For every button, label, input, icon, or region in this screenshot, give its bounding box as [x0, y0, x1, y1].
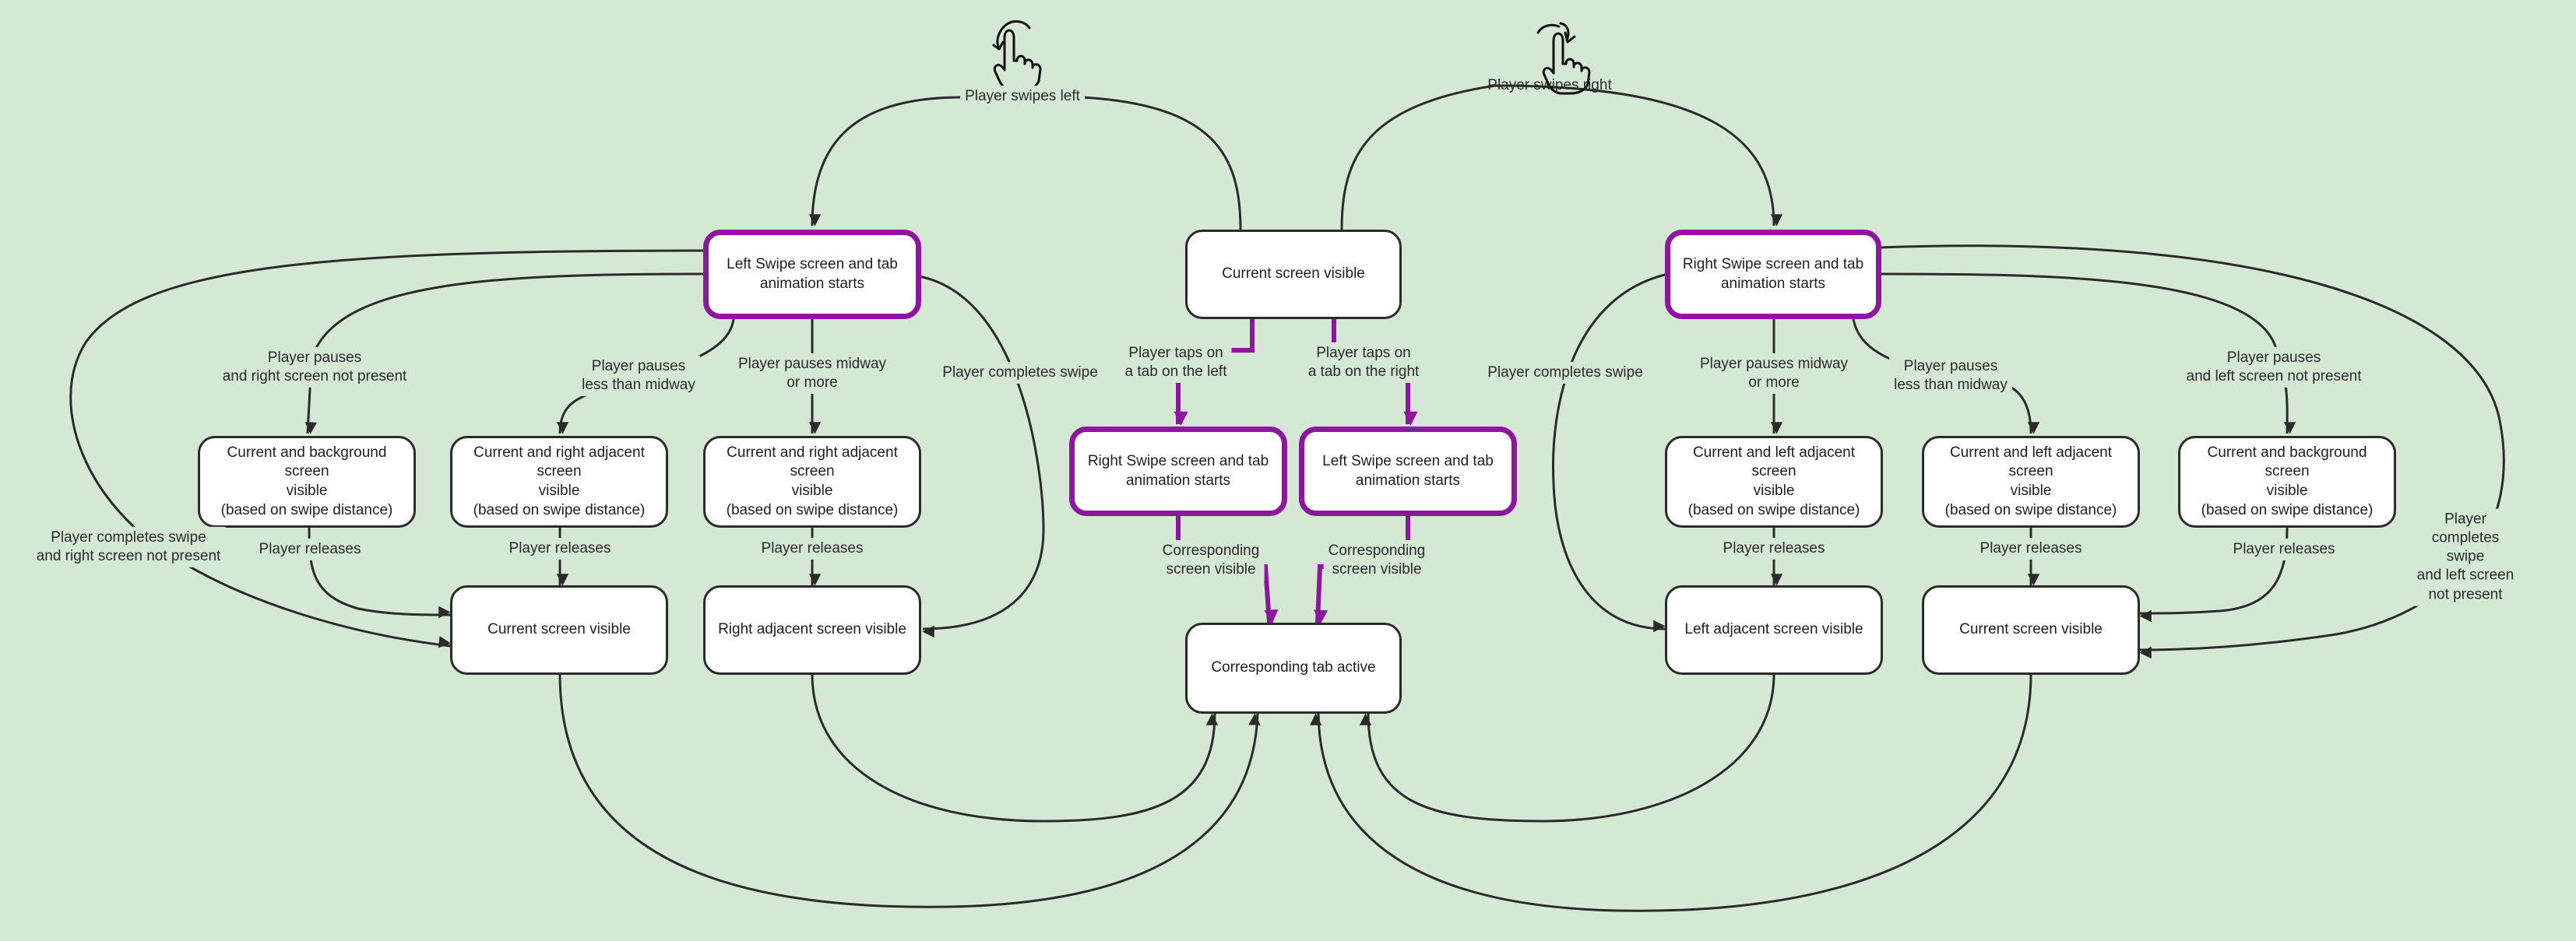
edge-r-ladj-tab	[1359, 673, 1775, 823]
node-right-current-left-adjacent-less: Current and left adjacent screen visible…	[1922, 436, 2140, 528]
node-left-swipe-animation: Left Swipe screen and tab animation star…	[703, 230, 921, 319]
label-left-completes-swipe: Player completes swipe	[938, 361, 1103, 384]
label-right-bg-releases: Player releases	[2228, 538, 2340, 561]
label-right-pause-no-left: Player pauses and left screen not presen…	[2181, 346, 2367, 388]
label-tap-right: Player taps on a tab on the right	[1303, 342, 1424, 384]
node-right-swipe-animation: Right Swipe screen and tab animation sta…	[1665, 230, 1881, 319]
label-player-swipes-right: Player swipes right	[1487, 76, 1612, 93]
node-left-adjacent-screen: Left adjacent screen visible	[1665, 585, 1883, 675]
edge-l-pause-noright	[304, 272, 707, 434]
edge-swipe-right	[1340, 84, 1783, 230]
label-left-adj2-releases: Player releases	[756, 537, 868, 560]
edge-l-complete-noright	[69, 249, 707, 648]
node-current-screen-visible: Current screen visible	[1185, 230, 1402, 319]
node-right-current-left-adjacent-mid: Current and left adjacent screen visible…	[1665, 436, 1883, 528]
label-left-adj1-releases: Player releases	[504, 537, 616, 560]
label-right-completes-swipe: Player completes swipe	[1483, 361, 1648, 384]
label-left-pause-no-right: Player pauses and right screen not prese…	[217, 346, 412, 388]
label-player-swipes-left: Player swipes left	[960, 85, 1085, 108]
swipe-left-hand-icon	[992, 20, 1042, 92]
node-left-current-right-adjacent-mid: Current and right adjacent screen visibl…	[703, 436, 921, 528]
edge-r-completes	[1552, 272, 1669, 633]
node-right-adjacent-screen: Right adjacent screen visible	[703, 585, 921, 675]
label-left-bg-releases: Player releases	[254, 538, 366, 561]
label-right-adj2-releases: Player releases	[1718, 537, 1830, 560]
label-right-pause-less: Player pauses less than midway	[1889, 355, 2012, 397]
edge-r-complete-noleft	[1877, 244, 2505, 659]
node-corresponding-tab-active: Corresponding tab active	[1185, 623, 1402, 714]
node-tap-right-swipe-animation: Right Swipe screen and tab animation sta…	[1069, 427, 1287, 516]
label-left-pause-mid: Player pauses midway or more	[733, 353, 892, 395]
label-left-completes-no-right: Player completes swipe and right screen …	[31, 526, 226, 568]
label-left-pause-less: Player pauses less than midway	[577, 355, 700, 397]
node-tap-left-swipe-animation: Left Swipe screen and tab animation star…	[1299, 427, 1517, 516]
node-left-current-background: Current and background screen visible (b…	[198, 436, 416, 528]
edge-r-bg-release	[2139, 527, 2289, 623]
label-corresponding-screen-right: Corresponding screen visible	[1323, 539, 1431, 581]
edge-r-current-tab	[1310, 673, 2032, 912]
label-right-completes-no-left: Player completes swipe and left screen n…	[2410, 508, 2521, 606]
label-right-pause-mid: Player pauses midway or more	[1694, 353, 1853, 395]
label-tap-left: Player taps on a tab on the left	[1120, 342, 1232, 384]
swipe-right-hand-icon	[1536, 22, 1591, 95]
node-right-current-screen: Current screen visible	[1922, 585, 2140, 675]
node-right-current-background: Current and background screen visible (b…	[2178, 436, 2396, 528]
node-left-current-right-adjacent-less: Current and right adjacent screen visibl…	[450, 436, 668, 528]
edge-r-pause-noleft	[1877, 272, 2296, 434]
label-right-adj1-releases: Player releases	[1975, 537, 2087, 560]
node-left-current-screen: Current screen visible	[450, 585, 668, 675]
label-corresponding-screen-left: Corresponding screen visible	[1157, 539, 1265, 581]
edge-l-current-tab	[558, 673, 1261, 908]
edge-l-completes	[918, 275, 1045, 638]
edge-l-radj-tab	[811, 673, 1219, 823]
